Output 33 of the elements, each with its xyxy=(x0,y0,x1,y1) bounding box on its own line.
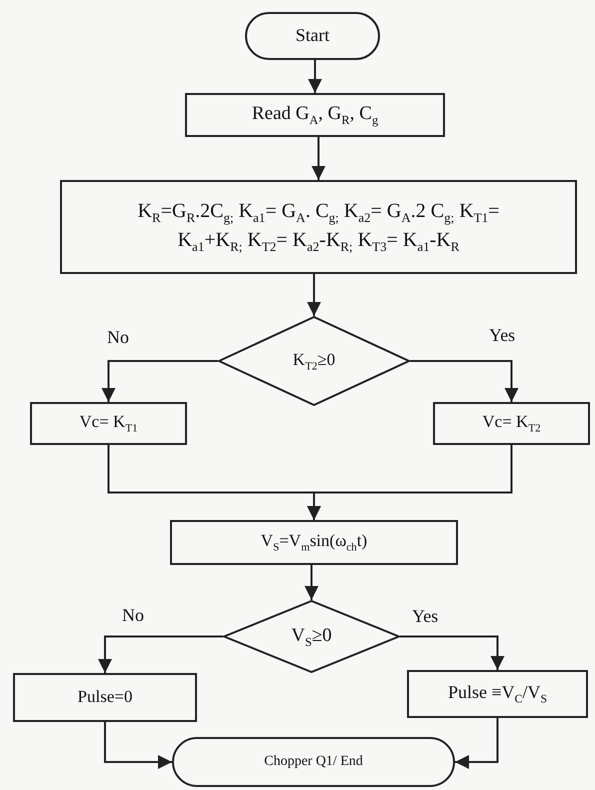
arrow xyxy=(410,360,518,402)
node-text: Start xyxy=(296,24,330,48)
node-text: Vc= K$_{T2}$ xyxy=(482,411,541,436)
process-box xyxy=(185,93,445,137)
terminator xyxy=(245,12,380,60)
node-text: Pulse=0 xyxy=(78,686,132,708)
node-text: K$_{T2}$≥0 xyxy=(292,348,336,374)
node-text: V$_{S}$≥0 xyxy=(291,624,332,650)
arrow xyxy=(400,636,504,670)
node-text: Pulse ≡V$_{C}$/V$_{S}$ xyxy=(448,681,547,707)
node-text: Read G$_{A}$, G$_{R}$, C$_{g}$ xyxy=(252,102,378,128)
process-box xyxy=(170,520,458,565)
arrow xyxy=(455,718,498,769)
arrow xyxy=(304,565,318,600)
arrow xyxy=(308,60,322,93)
arrow xyxy=(102,360,218,402)
terminator xyxy=(172,737,455,787)
process-box xyxy=(30,402,187,445)
decision-diamond xyxy=(218,316,410,406)
node-text: V$_{S}$=V$_{m}$sin(ω$_{ch}$t) xyxy=(260,530,368,555)
process-box xyxy=(407,670,588,718)
node-text: K$_{R}$=G$_{R}$.2C$_{g;}$ K$_{a1}$= G$_{A}$. C$_{g;}$ K$_{a2}$= G$_{A}$.2 C$_{g;}$ K$_{T1}$= K$_{a1}$+K$_{R;}$ K$_{T2}$= K$_{a2}$-K$_{R;}$ K$_{T3}$= K$_{a1}$-K$_{R}$ xyxy=(136,199,500,256)
arrow xyxy=(98,636,223,673)
arrow xyxy=(312,137,326,180)
process-box xyxy=(60,180,577,274)
arrow xyxy=(307,445,512,520)
node-text: Chopper Q1/ End xyxy=(264,752,363,771)
process-box xyxy=(433,402,590,445)
process-box xyxy=(13,673,197,722)
arrow xyxy=(307,274,321,316)
decision-diamond xyxy=(223,600,400,673)
arrow xyxy=(104,722,172,769)
node-text: Vc= K$_{T1}$ xyxy=(79,411,138,436)
